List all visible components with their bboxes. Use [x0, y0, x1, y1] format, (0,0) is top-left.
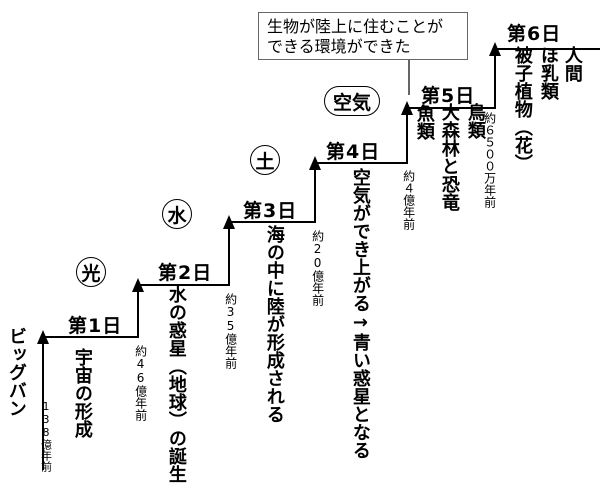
event-day1: 宇宙の形成 [71, 348, 93, 438]
symbol-light: 光 [76, 257, 106, 287]
event-day3: 海の中に陸が形成される [263, 225, 285, 423]
step-label-day6: 第6日 [507, 23, 562, 45]
arrow-day4 [309, 156, 321, 170]
event-day5-forest: 大森林と恐竜 [438, 103, 460, 211]
note-line-2: できる環境ができた [267, 37, 411, 56]
time-day2: 約46億年前 [133, 345, 148, 421]
step-label-day3: 第3日 [243, 200, 298, 222]
time-day4: 約20億年前 [310, 230, 325, 306]
event-day4: 空気ができ上がる→青い惑星となる [349, 168, 371, 459]
symbol-air: 空気 [324, 86, 380, 116]
time-day5: 約４億年前 [401, 170, 416, 230]
event-day6-mammals: ほ乳類 [537, 46, 559, 100]
symbol-earth: 土 [250, 145, 280, 175]
time-day3: 約35億年前 [223, 293, 238, 369]
event-day6-human: 人間 [561, 46, 583, 82]
arrow-day5 [401, 101, 413, 115]
arrow-day6 [489, 42, 501, 56]
arrow-day3 [223, 215, 235, 229]
step-label-day2: 第2日 [158, 262, 213, 284]
event-day6-flowers: 被子植物（花） [511, 46, 533, 172]
symbol-water: 水 [162, 199, 192, 229]
event-day5-fish: 魚類 [413, 104, 435, 140]
start-time: 138億年前 [39, 400, 53, 472]
arrow-day2 [132, 278, 144, 292]
event-day5-birds: 鳥類 [464, 103, 486, 139]
step-label-day5: 第5日 [421, 85, 476, 107]
staircase-path [42, 48, 600, 470]
event-day2: 水の惑星（地球）の誕生 [165, 285, 187, 483]
arrow-start [37, 330, 49, 344]
step-label-day4: 第4日 [326, 141, 381, 163]
environment-note: 生物が陸上に住むことが できる環境ができた [258, 12, 468, 60]
time-day6: 約６５００万年前 [482, 112, 497, 208]
step-label-day1: 第1日 [68, 315, 123, 337]
note-line-1: 生物が陸上に住むことが [267, 17, 444, 36]
big-bang-label: ビッグバン [5, 327, 27, 417]
